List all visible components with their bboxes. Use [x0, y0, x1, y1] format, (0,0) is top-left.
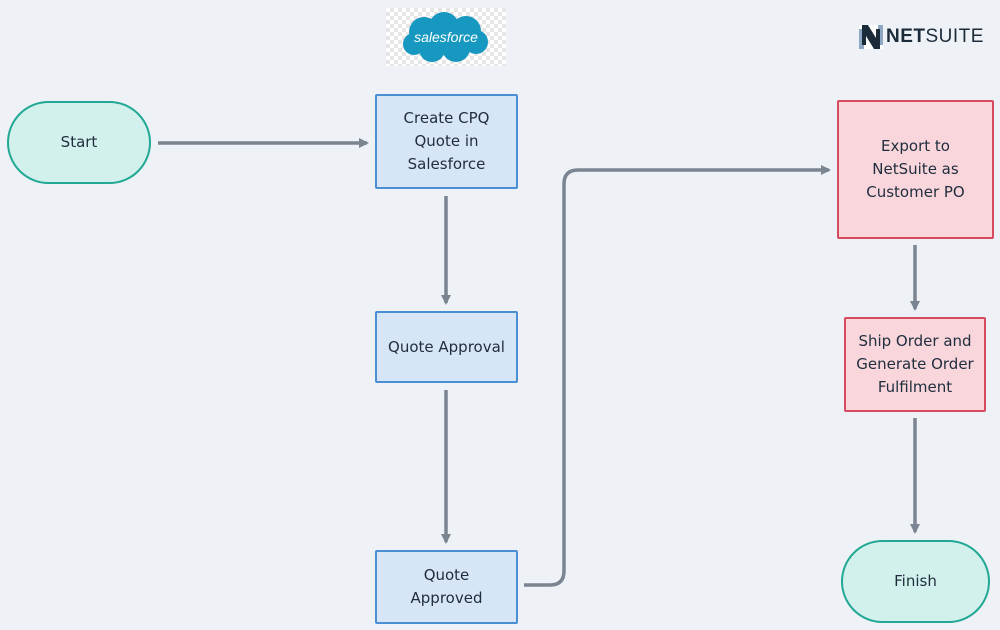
quote-approved-node[interactable]: Quote Approved [375, 550, 518, 624]
salesforce-cloud-icon [403, 12, 488, 62]
quote-approval-node[interactable]: Quote Approval [375, 311, 518, 383]
finish-node-label: Finish [894, 572, 937, 590]
salesforce-logo: salesforce [386, 8, 506, 66]
quote-approval-label: Quote Approval [388, 337, 505, 356]
netsuite-logo: NETSUITE [859, 25, 984, 49]
netsuite-n-icon [859, 25, 883, 49]
ship-order-node[interactable]: Ship Order and Generate Order Fulfilment [844, 317, 986, 412]
edge-approved-to-export [524, 165, 831, 587]
salesforce-wordmark: salesforce [414, 29, 478, 45]
export-to-netsuite-label: Export to NetSuite as Customer PO [866, 137, 965, 201]
start-node-label: Start [60, 133, 98, 151]
quote-approved-label: Quote Approved [410, 566, 483, 607]
start-node[interactable]: Start [7, 101, 151, 184]
netsuite-wordmark: NETSUITE [886, 26, 984, 47]
create-cpq-quote-node[interactable]: Create CPQ Quote in Salesforce [375, 94, 518, 189]
ship-order-label: Ship Order and Generate Order Fulfilment [856, 332, 974, 396]
finish-node[interactable]: Finish [841, 540, 990, 623]
create-cpq-quote-label: Create CPQ Quote in Salesforce [403, 109, 490, 173]
export-to-netsuite-node[interactable]: Export to NetSuite as Customer PO [837, 100, 994, 239]
